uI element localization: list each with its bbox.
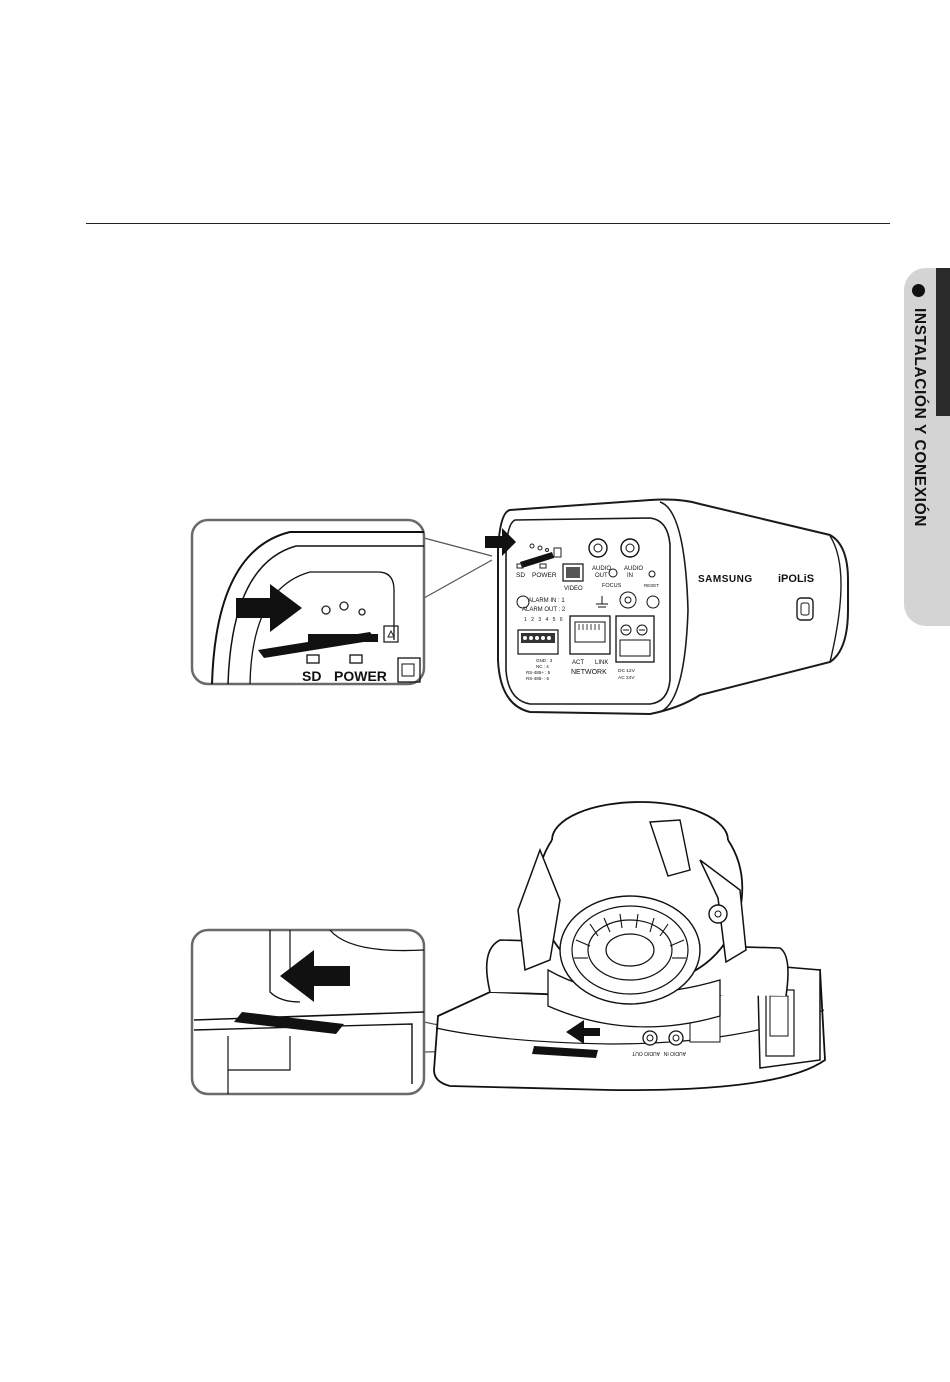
focus-label: FOCUS bbox=[602, 583, 622, 589]
dome-audio-in-label: AUDIO IN bbox=[663, 1050, 686, 1056]
box-camera-sd-label: SD bbox=[516, 572, 525, 579]
audio-in-label-2: IN bbox=[627, 573, 633, 579]
dome-audio-out-label: AUDIO OUT bbox=[632, 1050, 660, 1056]
audio-out-label-2: OUT bbox=[595, 573, 608, 579]
pin-legend-4: RS-485- : 6 bbox=[526, 676, 550, 681]
reset-label: RESET bbox=[644, 583, 659, 588]
zoom-sd-label: SD bbox=[302, 668, 321, 684]
video-label: VIDEO bbox=[564, 586, 583, 592]
dome-camera-figure: AUDIO OUT AUDIO IN bbox=[180, 780, 840, 1100]
alarm-out-label: ALARM OUT : 2 bbox=[522, 607, 566, 613]
pin-numbers: 1 2 3 4 5 6 bbox=[524, 617, 564, 623]
ipolis-logo: iPOLiS bbox=[778, 573, 814, 585]
header-rule bbox=[86, 223, 890, 224]
dc-label: DC 12V bbox=[618, 668, 636, 674]
audio-in-label: AUDIO bbox=[624, 566, 643, 572]
audio-out-label: AUDIO bbox=[592, 566, 611, 572]
link-label: LINK bbox=[595, 660, 608, 666]
pin-legend-3: RS-485+ : 5 bbox=[526, 670, 551, 675]
network-label: NETWORK bbox=[571, 669, 607, 676]
section-tab-label: INSTALACIÓN Y CONEXIÓN bbox=[910, 308, 928, 527]
pin-legend-2: NC : 4 bbox=[536, 664, 549, 669]
box-camera-figure: SD POWER AUDIO OUT AUDIO IN FOCUS RESET … bbox=[180, 490, 880, 730]
samsung-logo: SAMSUNG bbox=[698, 574, 753, 585]
act-label: ACT bbox=[572, 660, 584, 666]
section-tab-marker bbox=[936, 268, 950, 416]
box-camera-power-label: POWER bbox=[532, 572, 557, 579]
pin-legend-1: GND : 3 bbox=[536, 658, 553, 663]
bullet-icon bbox=[912, 284, 925, 297]
ac-label: AC 24V bbox=[618, 675, 635, 681]
alarm-in-label: ALARM IN : 1 bbox=[528, 598, 565, 604]
zoom-power-label: POWER bbox=[334, 668, 387, 684]
